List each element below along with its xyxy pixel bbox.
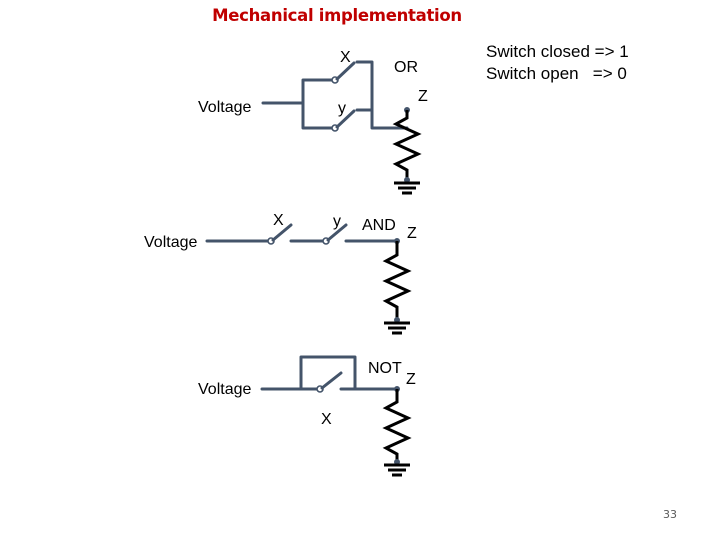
and-voltage-label: Voltage <box>144 234 197 251</box>
or-resistor <box>392 110 422 180</box>
and-circuit: Voltage X y AND Z <box>144 212 417 335</box>
not-voltage-label: Voltage <box>198 381 251 398</box>
not-output-wire <box>299 355 399 391</box>
not-switch-x-blade <box>320 371 343 390</box>
not-ground-symbol <box>384 463 410 477</box>
not-gate-label: NOT <box>368 360 402 377</box>
and-output-label: Z <box>407 225 417 242</box>
not-resistor <box>382 389 412 462</box>
or-gate-label: OR <box>394 59 418 76</box>
note-switch-open: Switch open => 0 <box>486 64 627 83</box>
or-supply-wire <box>261 78 334 130</box>
or-output-wire <box>355 60 409 130</box>
and-switch-y-blade <box>326 223 348 242</box>
note-switch-closed: Switch closed => 1 <box>486 42 629 61</box>
or-ground-symbol <box>394 181 420 195</box>
or-voltage-label: Voltage <box>198 99 251 116</box>
and-resistor <box>382 241 412 320</box>
slide-title: Mechanical implementation <box>212 6 462 25</box>
not-switch-x-label: X <box>321 411 332 428</box>
and-switch-x-label: X <box>273 212 284 229</box>
or-output-label: Z <box>418 88 428 105</box>
not-output-label: Z <box>406 371 416 388</box>
or-switch-y-label: y <box>338 100 346 117</box>
and-gate-label: AND <box>362 217 396 234</box>
or-switch-x-label: X <box>340 49 351 66</box>
and-switch-x-blade <box>271 223 293 242</box>
or-switch-x-blade <box>335 61 356 81</box>
page-number: 33 <box>663 508 677 521</box>
or-switch-y-blade <box>335 109 356 129</box>
or-circuit: Voltage X y OR Z <box>198 49 428 195</box>
and-ground-symbol <box>384 321 410 335</box>
and-switch-y-label: y <box>333 213 341 230</box>
not-circuit: Voltage X NOT Z <box>198 355 416 477</box>
